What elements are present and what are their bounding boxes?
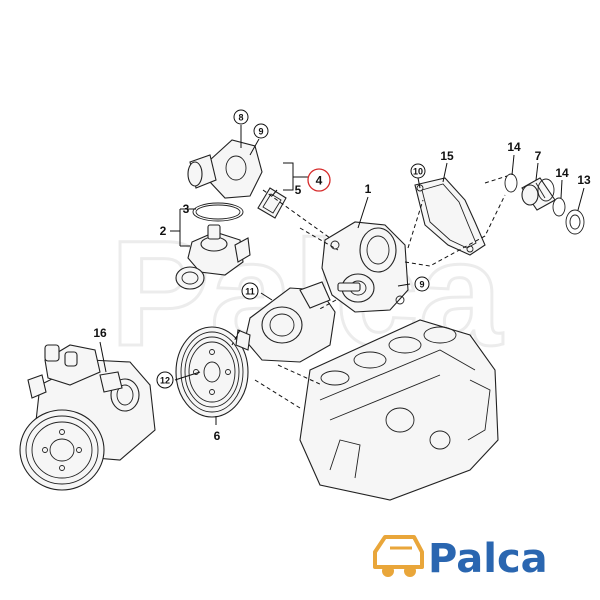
callout-6: 6 (214, 429, 221, 443)
part-14-seal-ring-right (552, 197, 566, 217)
callout-7: 7 (535, 149, 542, 163)
callout-12-circle (156, 371, 174, 389)
callout-9a: 9 (258, 127, 263, 137)
part-15-gasket (414, 177, 486, 256)
callout-16: 16 (93, 326, 107, 340)
callout-9b-circle (414, 276, 430, 292)
callout-8: 8 (238, 113, 243, 123)
part-16-water-pump-assembly (19, 344, 156, 491)
part-6-pulley (175, 326, 249, 418)
engine-block (299, 319, 499, 501)
callout-11: 11 (245, 287, 255, 297)
callout-14b: 14 (555, 166, 569, 180)
part-5-gasket (257, 187, 287, 219)
callout-14a: 14 (507, 140, 521, 154)
callout-13: 13 (577, 173, 591, 187)
part-1-water-pump (321, 221, 409, 313)
callout-12: 12 (160, 376, 170, 386)
callout-5: 5 (295, 183, 302, 197)
callout-labels: 8 9 4 5 3 2 1 10 15 14 7 14 13 9 11 16 1… (93, 109, 591, 443)
part-2-thermostat-assembly (175, 224, 251, 290)
assembly-lines (231, 175, 508, 409)
part-13-seal-ring (565, 209, 585, 235)
callout-9b: 9 (419, 280, 424, 290)
car-icon (373, 535, 424, 577)
callout-3: 3 (183, 202, 190, 216)
callout-2: 2 (160, 224, 167, 238)
logo-text: Palca (428, 536, 548, 582)
palca-logo: Palca (373, 535, 548, 582)
callout-11-circle (241, 282, 259, 300)
callout-10: 10 (413, 167, 423, 177)
part-7-pipe-fitting (521, 177, 556, 211)
callout-9a-circle (253, 123, 269, 139)
callout-15: 15 (440, 149, 454, 163)
callout-4: 4 (316, 174, 323, 188)
callout-4-highlight-circle (307, 168, 331, 192)
callout-1: 1 (365, 182, 372, 196)
part-14-seal-ring-left (504, 173, 518, 193)
leader-lines (99, 125, 585, 425)
part-11-pump-housing (235, 281, 336, 363)
part-3-o-ring (192, 202, 244, 222)
callout-8-circle (233, 109, 249, 125)
callout-10-circle (410, 163, 426, 179)
part-8-thermostat-housing (187, 139, 263, 199)
